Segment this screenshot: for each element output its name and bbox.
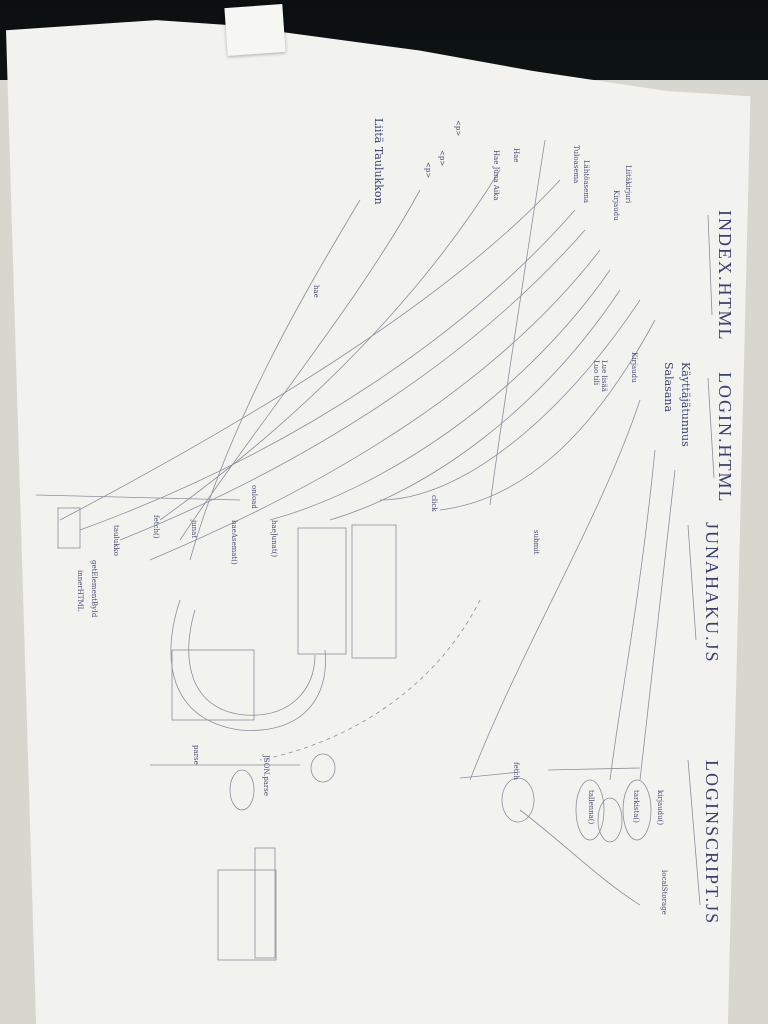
note-lue-lisaa: Liitä Taulukkon [372,118,385,205]
note-fetch: fetch() [152,515,160,539]
note-parse: parse [192,745,200,765]
note-kirjaudu-login: Kirjaudu [630,352,638,383]
note-p-3: <p> [424,162,432,179]
note-click: click [430,495,438,512]
heading-loginscript-js: LOGINSCRIPT.JS [702,760,722,926]
note-junat: junat [190,520,198,539]
heading-index-html: INDEX.HTML [715,210,735,342]
note-localstorage: localStorage [660,870,668,915]
note-tallenna: tallenna() [587,790,595,825]
note-hae: Hae [512,148,520,163]
note-kirjaudu-index: Kirjaudu [612,190,620,221]
note-p-2: <p> [438,150,446,167]
note-tarkista: tarkista() [632,790,640,823]
note-liitakirjuri: Liitäkirjuri [624,165,632,204]
note-taulukko: taulukko [112,525,120,556]
note-haejunat: haeJunat() [270,520,278,558]
note-kirjaudu-func: kirjaudu() [656,790,664,826]
note-json-parse: JSON.parse [262,755,270,796]
note-hae-juna-aika: Hae Juna Aika [492,150,500,201]
note-haeasemat: haeAsemat() [230,520,238,565]
note-p-1: <p> [454,120,462,137]
paper-sheet [6,20,751,1024]
note-lue-lisaa-2: Lue lisää [600,360,608,392]
note-innerhtml: innerHTML [76,570,84,612]
note-hae-misc: hae [312,285,320,298]
heading-junahaku-js: JUNAHAKU.JS [702,522,722,664]
note-lahtoasema: Lähtöasema [582,160,590,204]
note-salasana: Salasana [662,362,675,413]
note-submit: submit [532,530,540,555]
note-fetch-misc: fetch [512,762,520,780]
note-onload: onload [250,485,258,509]
note-getelementbyid: getElementById [90,560,98,618]
note-kayttajatunnus: Käyttäjätunnus [679,362,692,447]
note-luo-tili: Luo tili [592,360,600,386]
heading-login-html: LOGIN.HTML [715,372,735,504]
note-tuloasema: Tuloasema [572,145,580,184]
